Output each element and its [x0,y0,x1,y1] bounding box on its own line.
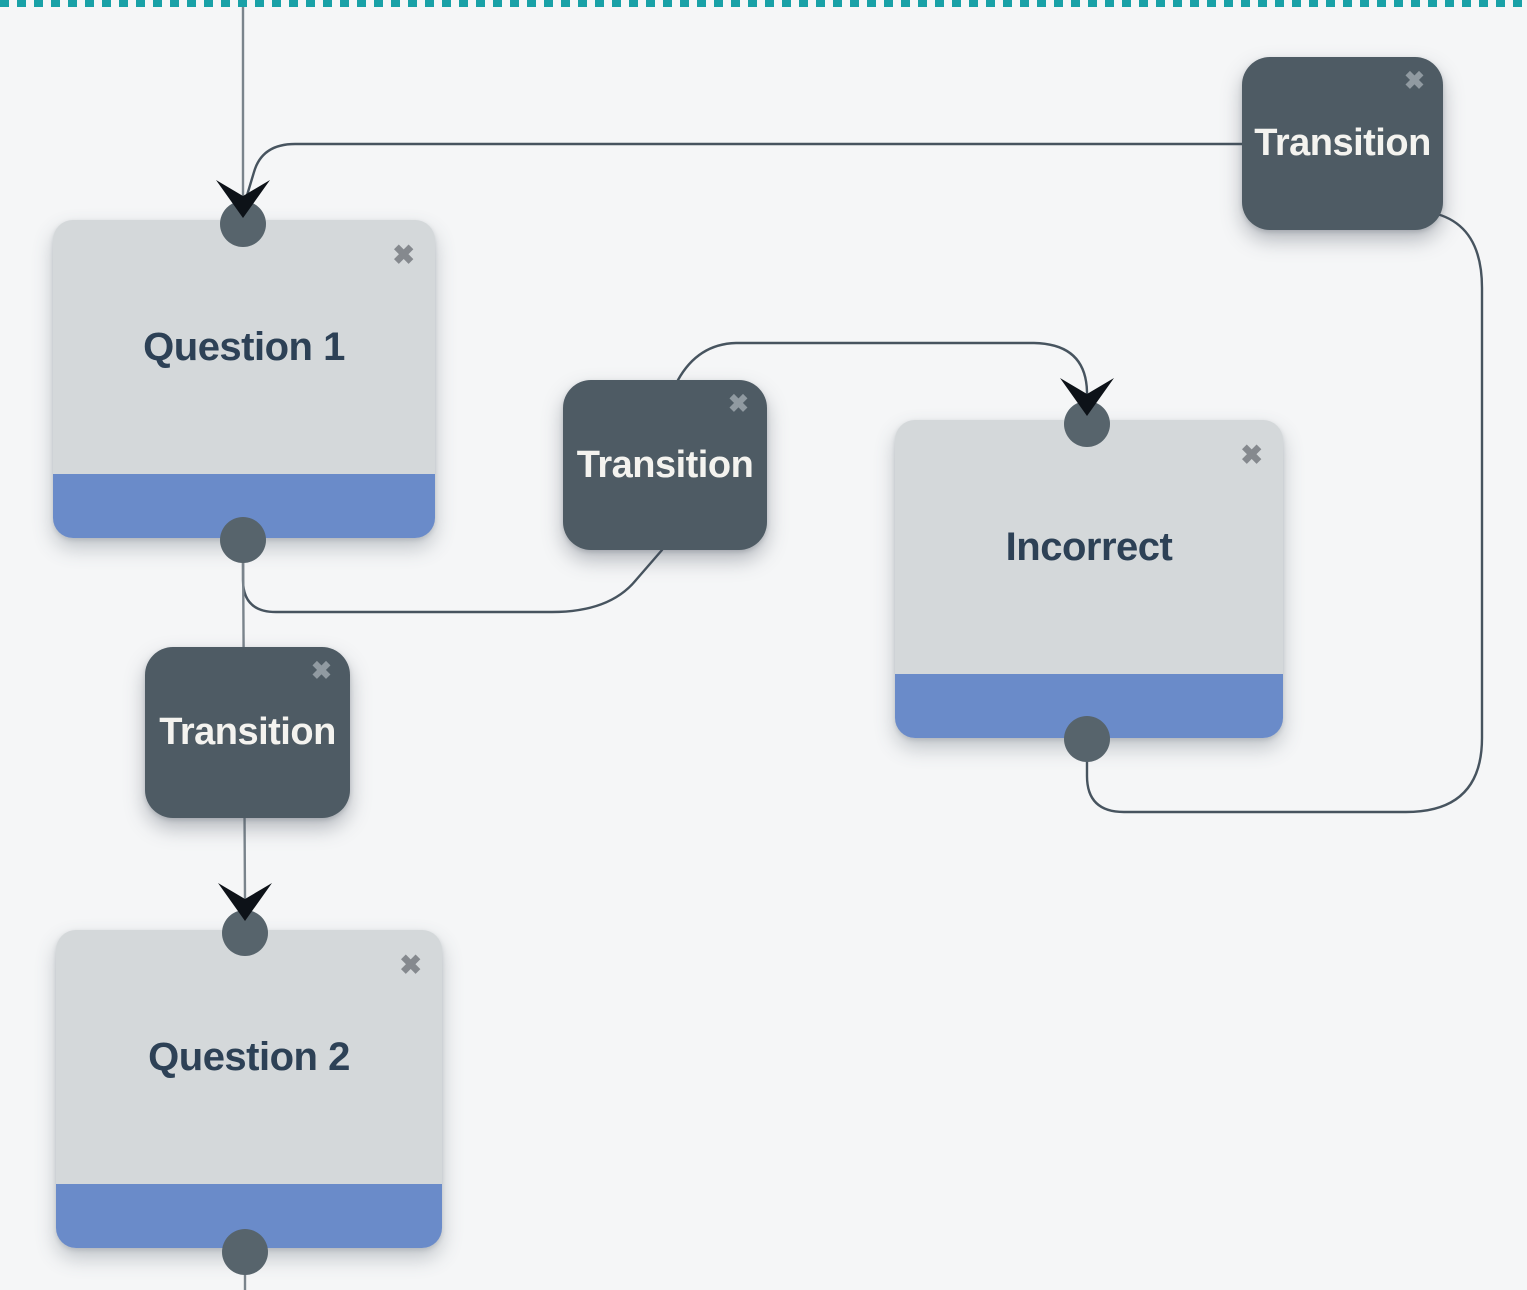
node-label: Question 2 [148,1034,350,1079]
edge-incorrect-to-transition-topright [1085,210,1484,814]
close-icon[interactable]: ✖ [1240,440,1263,470]
close-icon[interactable]: ✖ [1404,67,1425,95]
edge-transition-topright-to-question1 [243,142,1244,204]
node-incorrect[interactable]: Incorrect ✖ [895,420,1283,738]
edge-question1-to-transition-middle [241,538,664,614]
node-label: Question 1 [143,324,345,369]
node-footer [53,474,435,538]
node-label: Incorrect [1005,524,1173,569]
node-label: Transition [576,443,754,486]
node-label: Transition [1254,122,1431,164]
node-question-2[interactable]: Question 2 ✖ [56,930,442,1248]
close-icon[interactable]: ✖ [311,657,332,685]
node-footer [56,1184,442,1248]
canvas-boundary-top [0,0,1527,7]
node-footer [895,674,1283,738]
node-transition-middle[interactable]: Transition ✖ [563,380,767,550]
edge-transition-middle-to-incorrect [676,341,1089,408]
node-question-1[interactable]: Question 1 ✖ [53,220,435,538]
node-label: Transition [159,711,336,753]
close-icon[interactable]: ✖ [392,240,415,270]
node-transition-top-right[interactable]: Transition ✖ [1242,57,1443,230]
node-transition-left[interactable]: Transition ✖ [145,647,350,818]
close-icon[interactable]: ✖ [399,950,422,980]
close-icon[interactable]: ✖ [728,390,749,418]
